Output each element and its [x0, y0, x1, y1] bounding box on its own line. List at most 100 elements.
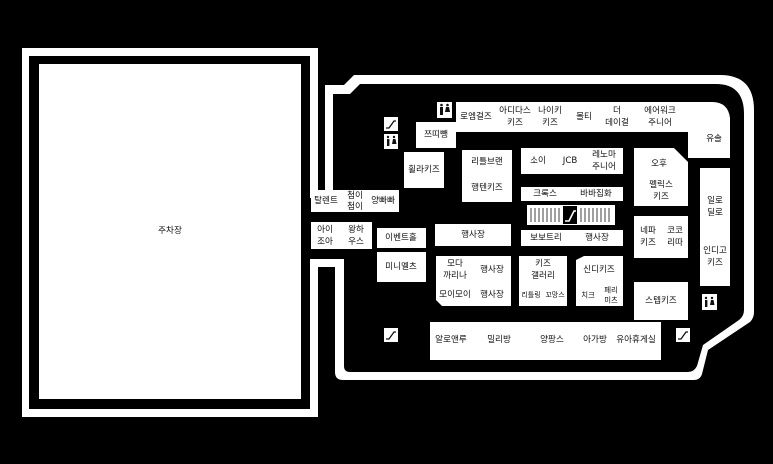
store-soi[interactable]: 소이 [521, 148, 555, 174]
svg-text:키즈: 키즈 [542, 117, 558, 128]
svg-text:리따: 리따 [667, 237, 683, 248]
parking-area [39, 64, 301, 399]
store-wanghouse[interactable]: 왕하 우스 [340, 222, 372, 249]
store-agabang[interactable]: 아가방 [579, 322, 611, 360]
svg-text:크록스: 크록스 [533, 188, 557, 199]
svg-text:인디고: 인디고 [703, 245, 727, 256]
store-nike-kids[interactable]: 나이키 키즈 [533, 102, 568, 132]
store-ilro-dilro[interactable]: 일로 딜로 [700, 168, 730, 230]
store-ritlring[interactable]: 리틀링 [519, 284, 543, 306]
svg-text:몰티: 몰티 [576, 111, 592, 122]
svg-text:키즈: 키즈 [653, 191, 669, 202]
svg-text:키즈: 키즈 [507, 117, 523, 128]
svg-text:펠릭스: 펠릭스 [649, 178, 673, 190]
svg-text:일로: 일로 [707, 195, 723, 206]
svg-text:이벤트홀: 이벤트홀 [385, 231, 417, 243]
svg-text:우스: 우스 [348, 236, 364, 247]
store-step-kids[interactable]: 스텝키즈 [634, 282, 688, 320]
store-chic[interactable]: 치크 [576, 284, 600, 306]
escalator-icon [384, 328, 398, 342]
store-perry-mitch[interactable]: 페리 미츠 [600, 284, 623, 306]
svg-text:행사장: 행사장 [480, 288, 504, 300]
svg-text:첨이: 첨이 [347, 201, 363, 212]
svg-text:주니어: 주니어 [592, 161, 616, 172]
store-jcb[interactable]: JCB [555, 148, 586, 174]
store-nepa-kids[interactable]: 네파 키즈 [634, 216, 662, 258]
svg-text:신디키즈: 신디키즈 [583, 264, 615, 275]
store-the-detail[interactable]: 더 데이걸 [601, 102, 633, 132]
store-happyten-kids[interactable]: 행텐키즈 [462, 175, 512, 202]
svg-text:유솔: 유솔 [706, 133, 722, 144]
store-chungi-chungi[interactable]: 첨이 첨이 [342, 190, 368, 212]
svg-text:양팡스: 양팡스 [540, 334, 564, 345]
svg-text:탈렌트: 탈렌트 [314, 195, 338, 206]
store-romelguls[interactable]: 로엠걸즈 [456, 102, 497, 132]
svg-text:갤러리: 갤러리 [531, 269, 555, 281]
store-moimoi[interactable]: 모이모이 [436, 284, 474, 306]
svg-text:페리: 페리 [604, 286, 618, 295]
store-airwalk-junior[interactable]: 에어워크 주니어 [633, 102, 688, 132]
restroom-icon [702, 294, 717, 310]
nursing-room[interactable]: 유아휴게실 [611, 322, 661, 360]
event-venue-2[interactable]: 행사장 [571, 230, 623, 246]
svg-text:소이: 소이 [530, 155, 546, 166]
store-moda-kkarina[interactable]: 모다 까리나 [436, 256, 474, 284]
store-yangppappa[interactable]: 양빠빠 [368, 190, 399, 212]
escalator-center [527, 205, 615, 225]
store-yusol[interactable]: 유솔 [688, 102, 730, 158]
svg-text:더: 더 [613, 105, 621, 116]
store-hullakids[interactable]: 휠라키즈 [404, 152, 444, 188]
event-venue-1[interactable]: 행사장 [435, 224, 511, 246]
svg-text:키즈: 키즈 [535, 258, 551, 269]
store-molti[interactable]: 몰티 [568, 102, 601, 132]
restroom-icon [384, 134, 398, 149]
store-babajipwha[interactable]: 바바집화 [569, 187, 623, 201]
store-allo-anew[interactable]: 알로앤루 [430, 322, 473, 360]
store-kkomangs[interactable]: 꼬망스 [543, 284, 567, 306]
svg-text:행사장: 행사장 [461, 228, 485, 240]
store-kokori[interactable]: 코코 리따 [662, 216, 688, 258]
svg-text:JCB: JCB [562, 156, 578, 166]
svg-text:리틀링: 리틀링 [521, 290, 540, 299]
svg-text:키즈: 키즈 [707, 257, 723, 268]
svg-text:스텝키즈: 스텝키즈 [645, 294, 677, 306]
svg-text:행사장: 행사장 [585, 231, 609, 243]
store-yangpangs[interactable]: 양팡스 [525, 322, 579, 360]
svg-text:조아: 조아 [317, 236, 333, 247]
store-millibang[interactable]: 밀리방 [473, 322, 525, 360]
store-event-hall[interactable]: 이벤트홀 [377, 228, 426, 248]
svg-text:레노마: 레노마 [592, 149, 616, 160]
store-adidas-kids[interactable]: 아디다스 키즈 [497, 102, 533, 132]
svg-text:쯔띠뺑: 쯔띠뺑 [424, 129, 448, 140]
svg-text:코코: 코코 [667, 226, 683, 236]
store-jjeottibbang[interactable]: 쯔띠뺑 [416, 122, 456, 148]
event-venue-3[interactable]: 행사장 [474, 256, 511, 284]
svg-text:모다: 모다 [447, 258, 463, 269]
store-bobotry[interactable]: 보보트리 [521, 230, 571, 246]
store-indigo-kids[interactable]: 인디고 키즈 [700, 230, 730, 286]
store-felix-kids[interactable]: 펠릭스 키즈 [634, 176, 688, 206]
svg-text:보보트리: 보보트리 [530, 232, 562, 243]
store-ohhoo[interactable]: 오후 [634, 148, 688, 176]
event-venue-4[interactable]: 행사장 [474, 284, 511, 306]
svg-text:행사장: 행사장 [480, 263, 504, 275]
svg-text:휠라키즈: 휠라키즈 [408, 163, 440, 175]
svg-text:데이걸: 데이걸 [605, 117, 629, 128]
store-little-brand[interactable]: 리틀브랜 [462, 150, 512, 175]
svg-text:왕하: 왕하 [348, 224, 364, 235]
svg-text:행텐키즈: 행텐키즈 [471, 181, 503, 193]
svg-text:미츠: 미츠 [604, 296, 618, 305]
store-talent[interactable]: 탈렌트 [311, 190, 342, 212]
svg-text:로엠걸즈: 로엠걸즈 [460, 110, 492, 122]
svg-text:딜로: 딜로 [707, 206, 723, 218]
svg-text:나이키: 나이키 [538, 105, 562, 116]
store-kids-gallery[interactable]: 키즈 갤러리 [519, 256, 567, 284]
svg-text:모이모이: 모이모이 [439, 289, 471, 300]
store-cindy-kids[interactable]: 신디키즈 [576, 256, 623, 284]
svg-text:유아휴게실: 유아휴게실 [616, 334, 656, 345]
store-aijoa[interactable]: 아이 조아 [311, 222, 340, 249]
store-minimelts[interactable]: 미니멜츠 [377, 252, 426, 282]
store-renoma-junior[interactable]: 레노마 주니어 [586, 148, 623, 174]
store-crocs[interactable]: 크록스 [521, 187, 569, 201]
